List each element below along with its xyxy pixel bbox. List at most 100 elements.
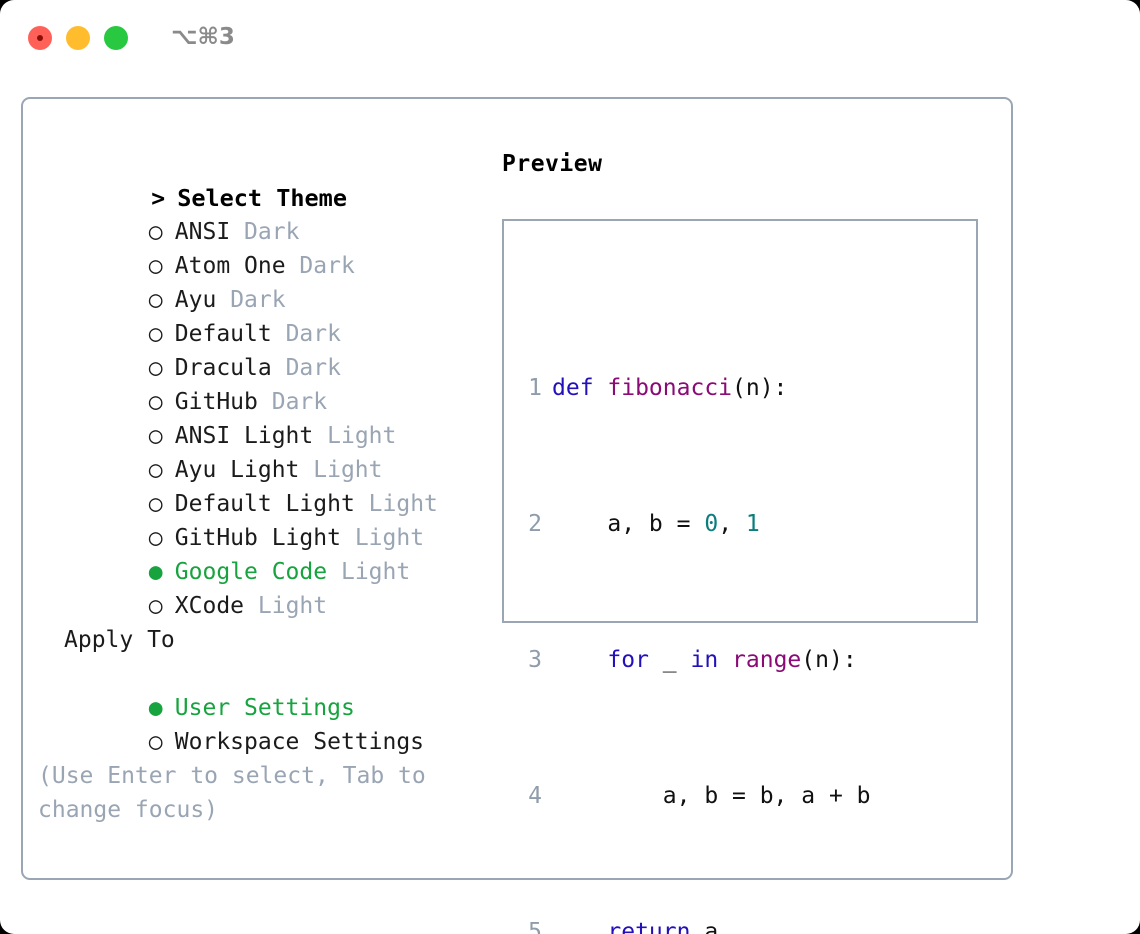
code-token-plain xyxy=(552,919,607,934)
theme-variant-label: Dark xyxy=(230,287,286,313)
radio-unselected-icon: ○ xyxy=(148,457,163,483)
code-token-plain: a xyxy=(690,919,719,934)
code-token-keyword: for xyxy=(607,647,649,673)
theme-option-default-dark[interactable]: ○ Default Dark xyxy=(38,283,488,347)
theme-option-label: Default xyxy=(174,321,272,347)
radio-unselected-icon: ○ xyxy=(148,253,163,279)
theme-option-ansi-light[interactable]: ○ ANSI Light Light xyxy=(38,385,488,449)
theme-option-label: Dracula xyxy=(174,355,272,381)
apply-to-option-label: User Settings xyxy=(174,695,355,721)
theme-option-label: Ayu xyxy=(174,287,217,313)
theme-option-dracula-dark[interactable]: ○ Dracula Dark xyxy=(38,317,488,381)
radio-unselected-icon: ○ xyxy=(148,729,163,755)
content-panel: >Select Theme ○ANSI Dark ○Atom One Dark … xyxy=(21,97,1013,934)
theme-variant-label: Dark xyxy=(299,253,355,279)
keyboard-shortcut-label: ⌥⌘3 xyxy=(171,24,235,50)
code-token-plain: a, b = xyxy=(552,511,705,537)
theme-option-label: GitHub Light xyxy=(174,525,341,551)
radio-unselected-icon: ○ xyxy=(148,355,163,381)
theme-option-label: ANSI xyxy=(174,219,231,245)
theme-option-label: Google Code xyxy=(174,559,328,585)
code-token-plain: (n): xyxy=(732,375,788,401)
theme-option-ayu-light[interactable]: ○ Ayu Light Light xyxy=(38,419,488,483)
code-token-number: 0 xyxy=(704,511,719,537)
apply-to-title: Apply To xyxy=(64,627,175,653)
radio-unselected-icon: ○ xyxy=(148,321,163,347)
theme-option-label: Default Light xyxy=(174,491,355,517)
code-token-keyword: def xyxy=(552,375,608,401)
theme-option-label: ANSI Light xyxy=(174,423,314,449)
theme-option-ansi-dark[interactable]: ○ ANSI Dark xyxy=(38,181,488,245)
apply-to-option-user-settings[interactable]: ● User Settings xyxy=(38,657,488,721)
theme-variant-label: Light xyxy=(313,457,383,483)
theme-picker-title: Select Theme xyxy=(177,184,347,212)
code-token-plain: , xyxy=(718,511,746,537)
theme-option-github-dark[interactable]: ○ GitHub Dark xyxy=(38,351,488,415)
line-number: 4 xyxy=(528,783,542,809)
code-token-plain: a, b = b, a + b xyxy=(552,783,871,809)
theme-option-xcode-light[interactable]: ○ XCode Light xyxy=(38,555,488,619)
line-number: 3 xyxy=(528,647,542,673)
preview-heading: Preview xyxy=(502,151,603,177)
title-bar: ⌥⌘3 xyxy=(0,0,1140,78)
maximize-window-icon[interactable] xyxy=(104,26,128,50)
code-token-plain xyxy=(718,647,732,673)
code-token-function: range xyxy=(732,647,802,673)
theme-option-google-code-light[interactable]: ● Google Code Light xyxy=(38,521,488,585)
radio-unselected-icon: ○ xyxy=(148,491,163,517)
theme-variant-label: Dark xyxy=(285,355,341,381)
radio-unselected-icon: ○ xyxy=(148,525,163,551)
radio-unselected-icon: ○ xyxy=(148,219,163,245)
line-number: 5 xyxy=(528,919,542,934)
theme-variant-label: Light xyxy=(354,525,425,551)
code-token-plain xyxy=(552,647,607,673)
theme-variant-label: Dark xyxy=(271,389,328,415)
theme-variant-label: Light xyxy=(257,593,328,619)
theme-option-atom-one-dark[interactable]: ○ Atom One Dark xyxy=(38,215,488,279)
code-token-keyword: in xyxy=(690,647,719,673)
radio-unselected-icon: ○ xyxy=(148,593,163,619)
code-line: 3 for _ in range(n): xyxy=(516,643,912,677)
theme-picker-column: >Select Theme ○ANSI Dark ○Atom One Dark … xyxy=(38,147,488,827)
theme-option-variant xyxy=(230,219,244,245)
apply-to-option-label: Workspace Settings xyxy=(174,729,425,755)
theme-variant-label: Light xyxy=(340,559,411,585)
theme-variant-label: Light xyxy=(327,423,397,449)
line-number: 2 xyxy=(528,511,542,537)
theme-option-github-light[interactable]: ○ GitHub Light Light xyxy=(38,487,488,551)
theme-picker-header: > Select Theme xyxy=(38,147,488,212)
theme-option-ayu-dark[interactable]: ○ Ayu Dark xyxy=(38,249,488,313)
theme-variant-label: Dark xyxy=(285,321,341,347)
code-token-number: 1 xyxy=(745,511,760,537)
code-token-plain: _ xyxy=(648,647,691,673)
theme-variant-label: Light xyxy=(368,491,438,517)
code-line: 4 a, b = b, a + b xyxy=(516,779,912,813)
minimize-window-icon[interactable] xyxy=(66,26,90,50)
apply-to-option-workspace-settings[interactable]: ○ Workspace Settings xyxy=(38,691,488,755)
prompt-caret-icon: > xyxy=(151,186,166,212)
code-line: 2 a, b = 0, 1 xyxy=(516,507,912,541)
radio-unselected-icon: ○ xyxy=(148,389,163,415)
radio-unselected-icon: ○ xyxy=(148,423,163,449)
theme-option-label: XCode xyxy=(174,593,245,619)
theme-option-label: Atom One xyxy=(174,253,286,279)
close-window-icon[interactable] xyxy=(28,26,52,50)
code-line: 1 def fibonacci(n): xyxy=(516,371,912,405)
theme-option-label: Ayu Light xyxy=(174,457,300,483)
code-token-keyword: return xyxy=(607,919,691,934)
line-number: 1 xyxy=(528,375,542,401)
code-line: 5 return a xyxy=(516,915,912,934)
radio-selected-icon: ● xyxy=(148,695,163,721)
radio-selected-icon: ● xyxy=(148,559,163,585)
help-hint-text: (Use Enter to select, Tab to change focu… xyxy=(38,763,440,823)
radio-unselected-icon: ○ xyxy=(148,287,163,313)
theme-option-label: GitHub xyxy=(174,389,258,415)
theme-option-default-light[interactable]: ○ Default Light Light xyxy=(38,453,488,517)
theme-variant-label: Dark xyxy=(244,219,300,245)
code-token-plain: (n): xyxy=(801,647,857,673)
code-token-function: fibonacci xyxy=(607,375,733,401)
